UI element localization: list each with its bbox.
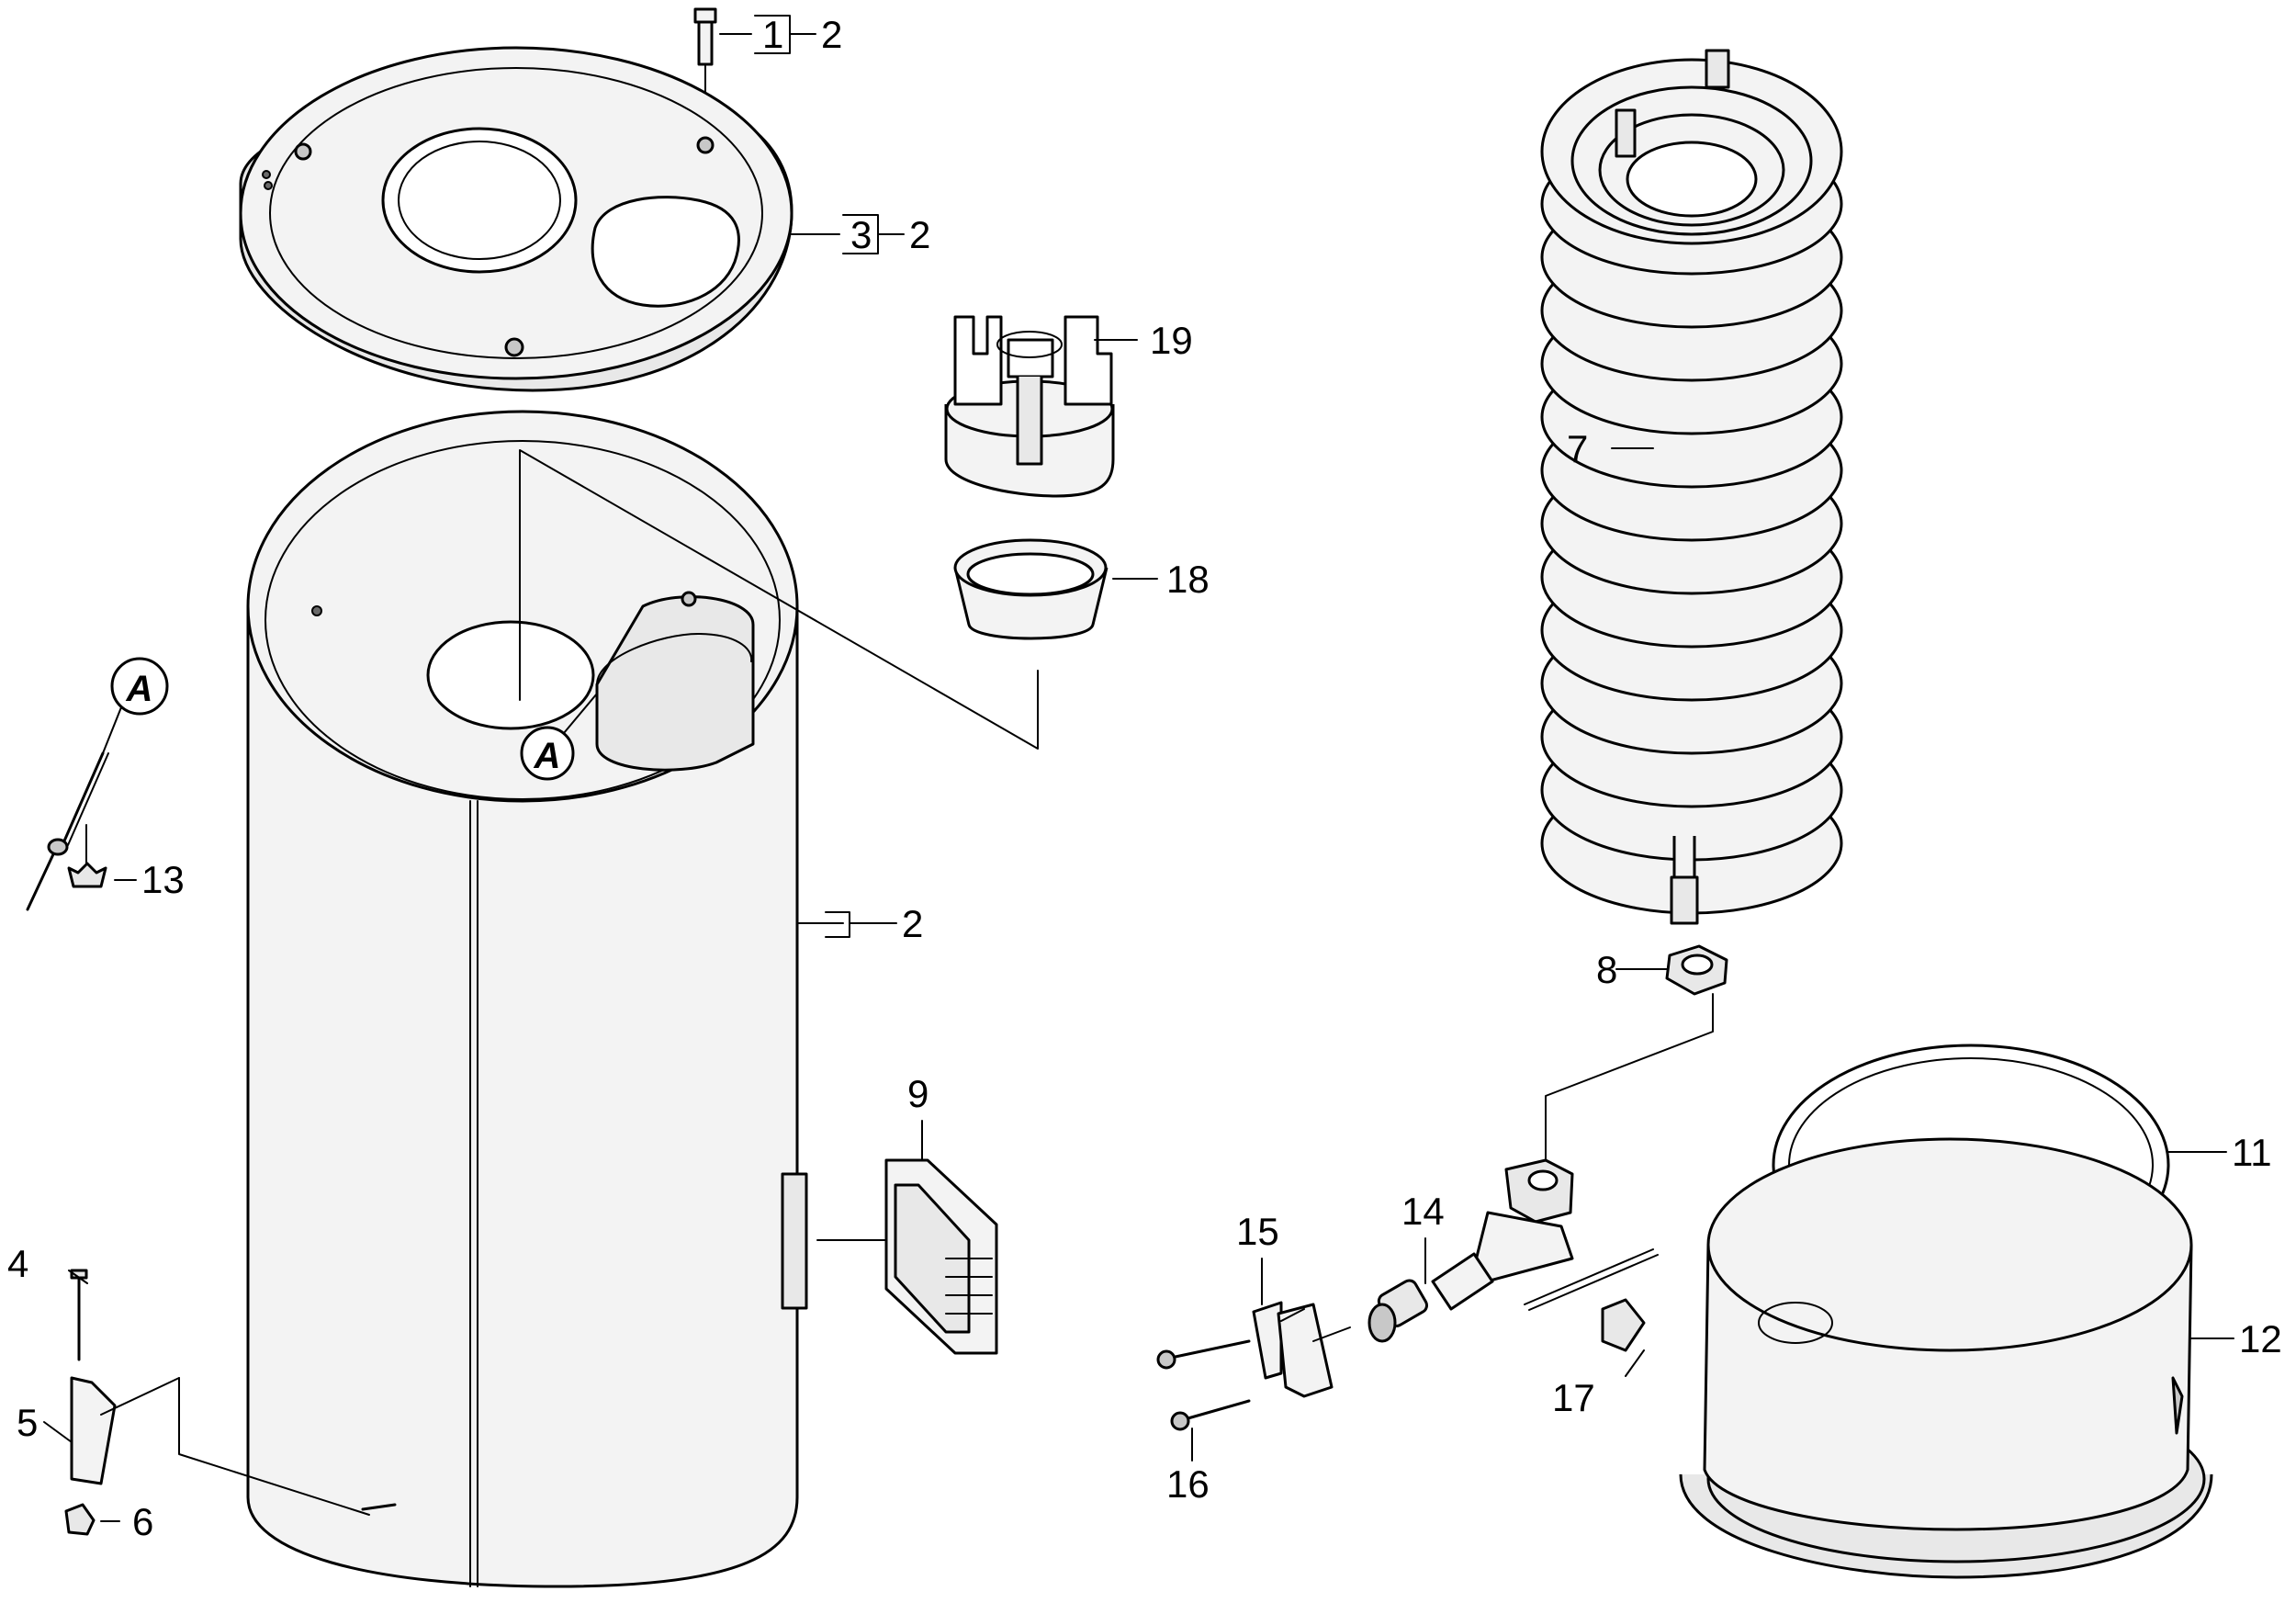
label-part-14: 14 — [1401, 1190, 1445, 1233]
probe-marker-a-label: A — [126, 669, 153, 709]
label-part-4: 4 — [7, 1242, 28, 1285]
part-17-clip — [1601, 1298, 1646, 1352]
part-12-base-bowl — [1679, 1137, 2213, 1579]
part-3-lid — [239, 46, 793, 392]
leader-line-8-to-14 — [1545, 993, 1714, 1168]
part-4-screw — [70, 1269, 88, 1361]
part-1-screw — [693, 7, 717, 153]
leader-lines — [43, 15, 2234, 1522]
label-part-6: 6 — [132, 1500, 153, 1543]
label-part-8: 8 — [1596, 948, 1617, 991]
part-16-screws — [1156, 1339, 1251, 1431]
label-part-2-lid: 2 — [909, 213, 930, 256]
part-labels: 1 2 3 2 19 7 18 13 2 8 9 11 14 15 12 4 1… — [7, 13, 2282, 1543]
label-part-15: 15 — [1236, 1210, 1279, 1253]
label-part-9: 9 — [907, 1072, 929, 1115]
label-part-19: 19 — [1150, 319, 1193, 362]
label-part-3: 3 — [850, 213, 872, 256]
part-14-sensor-wire — [1524, 1248, 1659, 1311]
part-5-bracket — [70, 1376, 180, 1485]
label-part-18: 18 — [1166, 558, 1210, 601]
part-19-insert — [944, 315, 1115, 498]
part-13-probe: A — [26, 657, 169, 911]
part-6-nut — [64, 1503, 96, 1536]
part-7-coil — [1540, 49, 1843, 925]
label-part-16: 16 — [1166, 1462, 1210, 1506]
label-part-7: 7 — [1567, 427, 1588, 470]
part-14-fitting — [1367, 1158, 1574, 1343]
label-part-12: 12 — [2239, 1317, 2282, 1360]
part-8-nut — [1665, 944, 1728, 996]
part-15-bracket — [1252, 1301, 1351, 1398]
main-cylinder — [246, 410, 808, 1588]
label-part-1: 1 — [762, 13, 783, 56]
label-part-5: 5 — [17, 1401, 38, 1444]
label-part-17: 17 — [1552, 1376, 1595, 1419]
label-part-2-cylinder: 2 — [902, 902, 923, 945]
leader-line-5-to-cylinder — [178, 1377, 370, 1516]
label-part-2-screw: 2 — [821, 13, 842, 56]
label-part-13: 13 — [141, 858, 185, 901]
label-part-11: 11 — [2232, 1131, 2272, 1174]
part-18-ring — [953, 538, 1109, 640]
marker-a-label: A — [534, 736, 561, 776]
part-9-control-box — [884, 1158, 998, 1355]
reference-marker-a-cylinder: A — [520, 693, 598, 781]
leader-line-18-to-cylinder — [519, 449, 1039, 750]
